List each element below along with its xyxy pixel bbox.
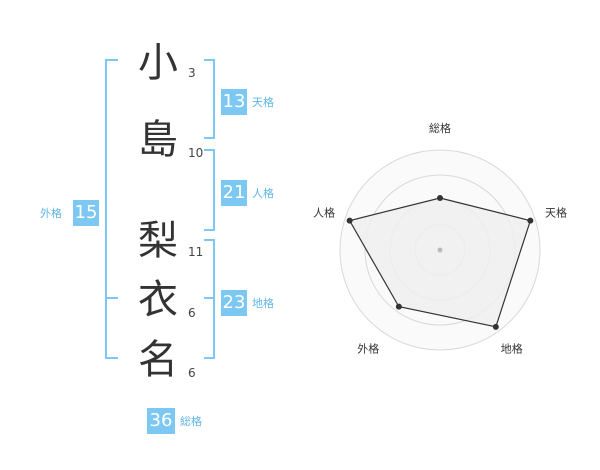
- radar-axis-label-4: 外格: [357, 342, 379, 356]
- radar-axis-label-2: 天格: [545, 205, 567, 219]
- stroke-count-5: 6: [188, 366, 196, 380]
- tenkaku-label: 天格: [252, 96, 274, 109]
- radar-center-dot: [437, 247, 443, 253]
- radar-points: [346, 195, 534, 330]
- soukaku-label: 総格: [180, 415, 202, 428]
- name-char-4: 衣: [138, 277, 178, 323]
- gaikaku-label: 外格: [40, 207, 62, 220]
- radar-axis-label-1: 総格: [429, 121, 451, 135]
- name-char-3: 梨: [138, 218, 178, 264]
- stroke-count-3: 11: [188, 245, 204, 259]
- stroke-count-2: 10: [188, 146, 204, 160]
- radar-point-1: [437, 195, 443, 201]
- gaikaku-bracket: [105, 59, 118, 359]
- name-char-2: 島: [138, 117, 178, 163]
- radar-point-4: [395, 303, 402, 310]
- chikaku-label: 地格: [252, 297, 274, 310]
- jinkaku-bracket: [204, 149, 215, 231]
- tenkaku-value: 13: [221, 89, 247, 115]
- name-char-5: 名: [138, 337, 178, 383]
- name-char-1: 小: [138, 40, 178, 86]
- chikaku-value: 23: [221, 290, 247, 316]
- radar-point-5: [346, 217, 353, 224]
- radar-point-2: [527, 217, 534, 224]
- radar-point-3: [492, 323, 499, 330]
- jinkaku-value: 21: [221, 180, 247, 206]
- stroke-count-1: 3: [188, 66, 196, 80]
- radar-data-polygon: [348, 197, 532, 328]
- jinkaku-label: 人格: [252, 187, 274, 200]
- stroke-count-4: 6: [188, 306, 196, 320]
- tenkaku-bracket: [204, 59, 215, 139]
- radar-axis-label-3: 地格: [501, 342, 523, 356]
- soukaku-value: 36: [147, 408, 175, 434]
- radar-axis-label-5: 人格: [313, 205, 335, 219]
- gaikaku-value: 15: [73, 200, 99, 226]
